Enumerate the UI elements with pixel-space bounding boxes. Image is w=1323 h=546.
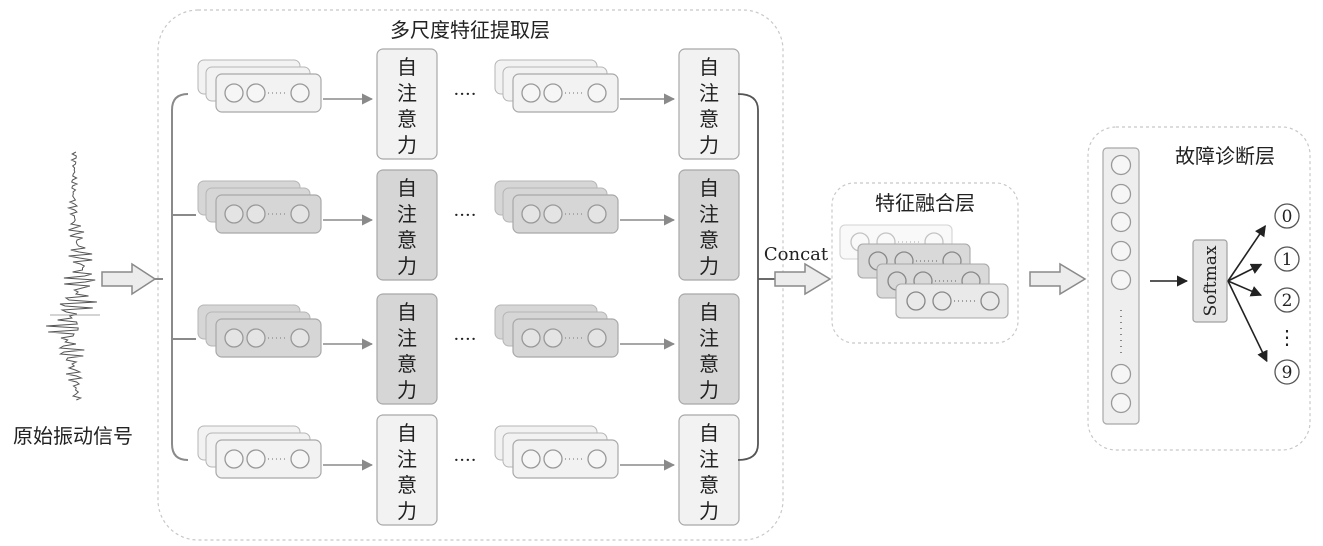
output-arrow [1227,280,1268,363]
attention-char: 自 [397,55,417,79]
input-signal-label: 原始振动信号 [13,424,133,448]
attention-char: 注 [397,326,417,350]
concat-label: Concat [764,244,829,265]
fused-feature-map [895,283,1009,319]
output-class-node: 2 [1274,287,1300,313]
dense-neuron [1110,183,1132,205]
output-class-label: 9 [1282,363,1293,383]
attention-char: 意 [699,228,719,252]
dense-neuron [1110,363,1132,385]
attention-char: 意 [699,352,719,376]
output-class-label: 0 [1282,207,1293,227]
attention-char: 自 [397,176,417,200]
output-class-node: 1 [1274,246,1300,272]
input-branch-bracket [155,93,189,461]
attention-char: 注 [699,81,719,105]
attention-char: 意 [699,107,719,131]
output-arrow [1227,280,1263,297]
dense-neuron [1110,154,1132,176]
output-classes: 0 1 2 9 ⋮ [1227,203,1300,385]
softmax-block: Softmax [1192,239,1228,323]
attention-char: 力 [397,499,417,523]
output-class-node: 0 [1274,203,1300,229]
output-class-label: 2 [1282,291,1293,311]
vibration-signal-waveform [46,151,100,401]
dense-neuron [1110,211,1132,233]
multiscale-layer-title: 多尺度特征提取层 [390,18,550,42]
output-arrow [1227,224,1266,282]
concat-arrow [774,262,832,296]
attention-char: 意 [699,473,719,497]
attention-char: 注 [397,81,417,105]
output-arrow [1227,263,1263,282]
fusion-layer-box [831,182,1019,344]
dense-layer-column [1102,147,1140,425]
attention-char: 自 [699,55,719,79]
attention-char: 注 [397,202,417,226]
input-arrow [101,262,157,296]
dense-neuron [1110,269,1132,291]
attention-char: 力 [397,378,417,402]
attention-char: 力 [699,378,719,402]
attention-char: 意 [397,107,417,131]
fusion-to-diagnosis-arrow [1029,262,1087,296]
attention-char: 自 [699,176,719,200]
diagnosis-layer-title: 故障诊断层 [1175,144,1275,168]
attention-char: 意 [397,352,417,376]
concat-bracket [737,93,775,461]
attention-char: 注 [397,447,417,471]
diagnosis-layer-box [1087,126,1311,451]
attention-char: 意 [397,473,417,497]
attention-char: 力 [699,133,719,157]
attention-char: 自 [397,300,417,324]
fusion-feature-maps [839,224,1009,319]
attention-char: 力 [699,499,719,523]
output-class-node: 9 [1274,359,1300,385]
attention-char: 注 [699,202,719,226]
layer-ellipsis: ···· [454,450,477,471]
output-class-label: 1 [1282,250,1293,270]
dense-neuron [1110,392,1132,414]
layer-ellipsis: ···· [454,84,477,105]
layer-ellipsis: ···· [454,205,477,226]
fusion-layer-title: 特征融合层 [875,191,975,215]
output-ellipsis: ⋮ [1277,325,1297,349]
attention-char: 注 [699,447,719,471]
softmax-label: Softmax [1201,245,1221,316]
attention-char: 力 [397,133,417,157]
attention-char: 自 [699,300,719,324]
multiscale-layer-box [157,9,784,541]
attention-char: 力 [699,254,719,278]
attention-char: 自 [699,421,719,445]
attention-char: 自 [397,421,417,445]
dense-neuron [1110,240,1132,262]
attention-char: 意 [397,228,417,252]
layer-ellipsis: ···· [454,329,477,350]
attention-char: 注 [699,326,719,350]
attention-char: 力 [397,254,417,278]
